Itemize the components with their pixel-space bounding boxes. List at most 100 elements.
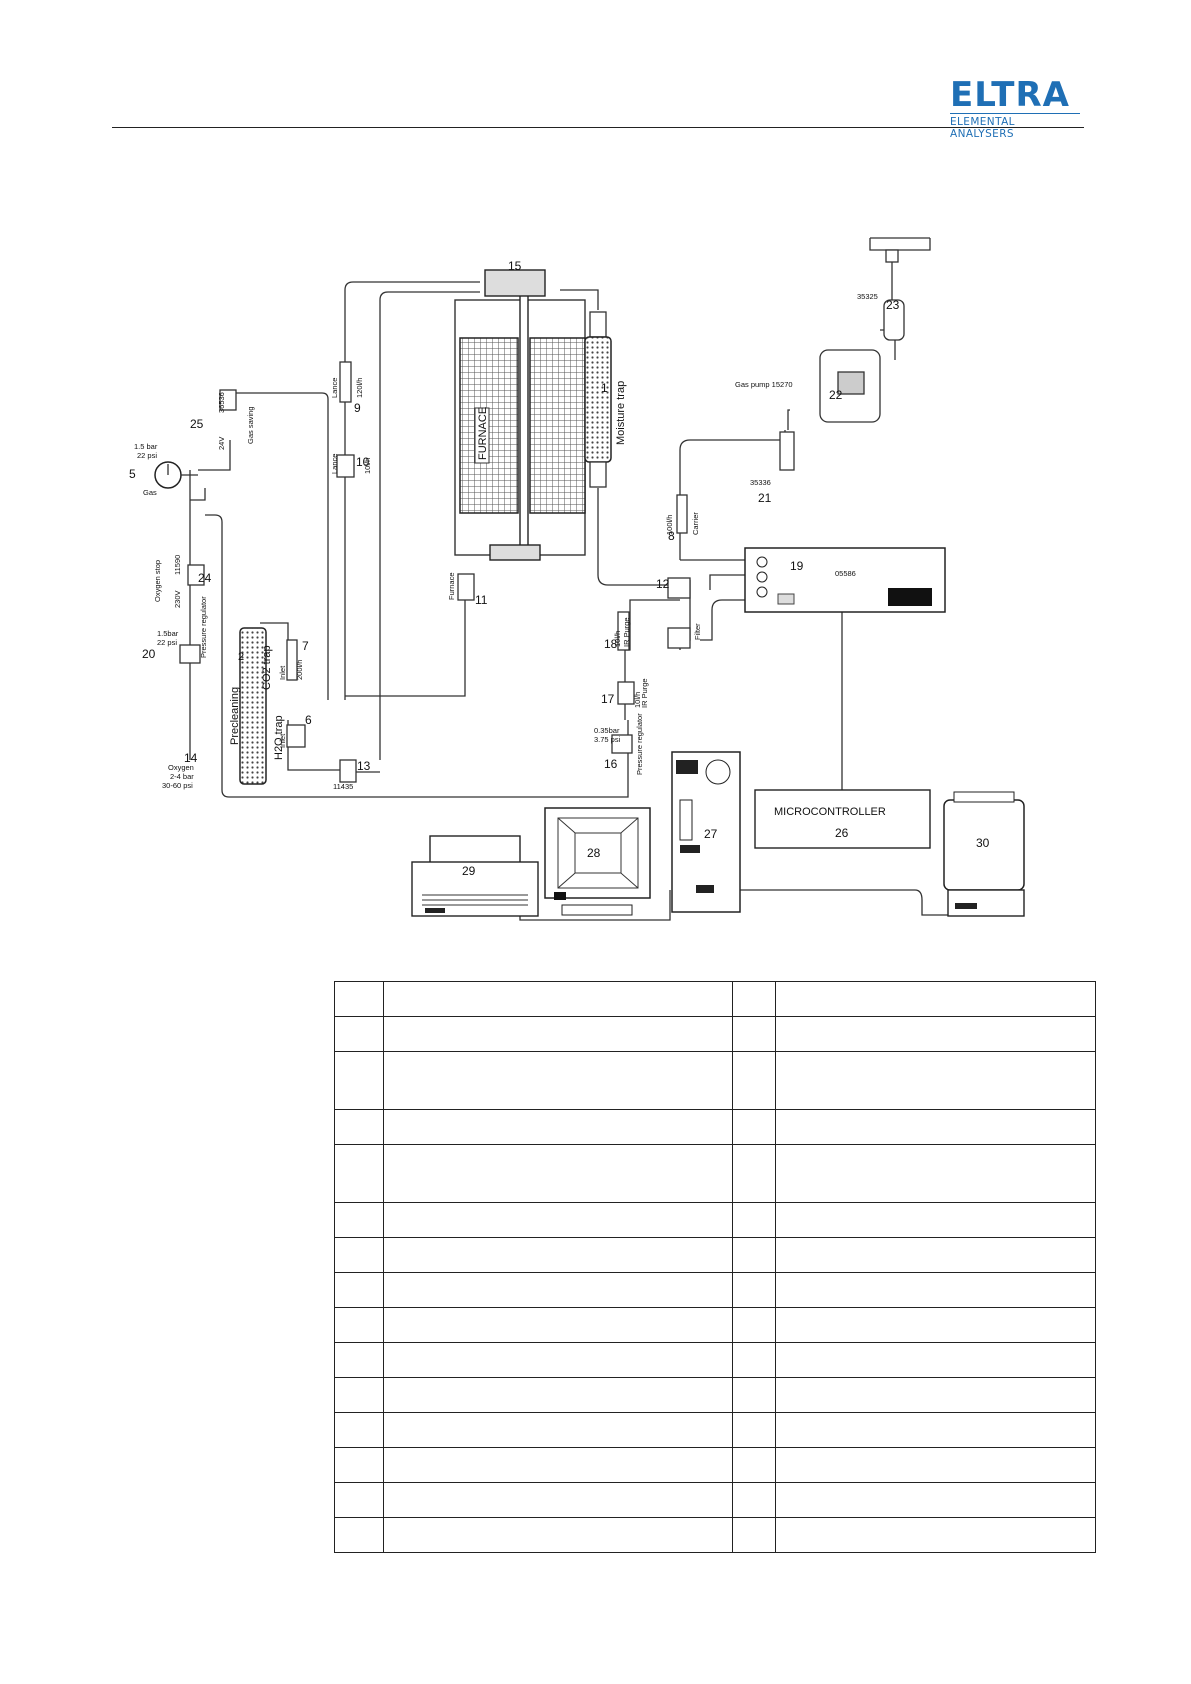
precleaning-trap: Precleaning H2O trap CO2 trap 2 bbox=[229, 627, 285, 785]
callout-24: 24 bbox=[198, 571, 212, 585]
legend-number-cell bbox=[334, 981, 384, 1017]
legend-number-cell-2 bbox=[732, 1517, 776, 1553]
part-35325: 35325 bbox=[857, 292, 878, 301]
callout-8: 8 bbox=[668, 529, 675, 543]
logo-word: ELTRA bbox=[950, 75, 1070, 115]
legend-description-cell-2 bbox=[775, 1447, 1096, 1483]
flow-10: 10l/h bbox=[363, 458, 372, 474]
flow-diagram: FURNACE Moisture trap Precleaning H2O tr… bbox=[129, 237, 1025, 921]
microcontroller-label: MICROCONTROLLER bbox=[774, 806, 886, 818]
valve-17 bbox=[617, 681, 635, 705]
header-rule bbox=[112, 127, 1084, 128]
flowmeter-7 bbox=[286, 639, 298, 681]
callout-13: 13 bbox=[357, 759, 371, 773]
legend-number-cell-2 bbox=[732, 1307, 776, 1343]
gas-pump-label: Gas pump 15270 bbox=[735, 380, 793, 389]
callout-28: 28 bbox=[587, 846, 601, 860]
legend-description-cell bbox=[383, 981, 733, 1017]
callout-15: 15 bbox=[508, 259, 522, 273]
oxygen-label: Oxygen bbox=[168, 763, 194, 772]
reg20-psi: 22 psi bbox=[157, 638, 177, 647]
legend-number-cell bbox=[334, 1016, 384, 1052]
legend-number-cell-2 bbox=[732, 1377, 776, 1413]
legend-description-cell-2 bbox=[775, 1342, 1096, 1378]
legend-number-cell-2 bbox=[732, 1272, 776, 1308]
legend-description-cell-2 bbox=[775, 1517, 1096, 1553]
legend-number-cell-2 bbox=[732, 1237, 776, 1273]
balance-30 bbox=[943, 791, 1025, 917]
ir-purge-label-2: IR Purge bbox=[640, 678, 649, 708]
part-11435: 11435 bbox=[333, 782, 353, 791]
callout-1: 1 bbox=[601, 381, 608, 395]
legend-number-cell-2 bbox=[732, 1482, 776, 1518]
legend-number-cell bbox=[334, 1517, 384, 1553]
legend-description-cell-2 bbox=[775, 981, 1096, 1017]
pressure-regulator-label: Pressure regulator bbox=[199, 596, 208, 658]
legend-number-cell-2 bbox=[732, 1016, 776, 1052]
eltra-logo: ELTRA ELEMENTAL ANALYSERS bbox=[950, 78, 1080, 140]
callout-16: 16 bbox=[604, 757, 618, 771]
callout-6: 6 bbox=[305, 713, 312, 727]
flow-10b: 10l/h bbox=[613, 631, 622, 647]
gauge-bar: 1.5 bar bbox=[134, 442, 158, 451]
callout-18: 18 bbox=[604, 637, 618, 651]
legend-number-cell-2 bbox=[732, 1447, 776, 1483]
legend-description-cell bbox=[383, 1517, 733, 1553]
legend-description-cell-2 bbox=[775, 1202, 1096, 1238]
part-05586: 05586 bbox=[835, 569, 856, 578]
inlet-label-2: Inlet bbox=[278, 733, 287, 748]
inlet-label: Inlet bbox=[278, 665, 287, 680]
legend-row bbox=[334, 1272, 1096, 1308]
filter-12a bbox=[667, 577, 691, 599]
legend-description-cell bbox=[383, 1447, 733, 1483]
legend-description-cell bbox=[383, 1377, 733, 1413]
pressure-gauge bbox=[154, 461, 198, 489]
valve-10 bbox=[336, 454, 355, 478]
valve-13 bbox=[339, 759, 357, 783]
part-35336: 35336 bbox=[750, 478, 771, 487]
legend-row bbox=[334, 1144, 1096, 1203]
lance-label-2: Lance bbox=[330, 454, 339, 474]
callout-29: 29 bbox=[462, 864, 476, 878]
furnace-valve-label: Furnace bbox=[447, 572, 456, 600]
callout-10: 10 bbox=[356, 455, 370, 469]
microcontroller: MICROCONTROLLER bbox=[754, 789, 931, 849]
callout-30: 30 bbox=[976, 836, 990, 850]
legend-description-cell bbox=[383, 1051, 733, 1110]
flow-10c: 10l/h bbox=[633, 692, 642, 708]
legend-description-cell bbox=[383, 1144, 733, 1203]
callout-5: 5 bbox=[129, 467, 136, 481]
legend-row bbox=[334, 981, 1096, 1017]
callout-7: 7 bbox=[302, 639, 309, 653]
reg16-bar: 0.35bar bbox=[594, 726, 620, 735]
legend-row bbox=[334, 1342, 1096, 1378]
oxygen-bar: 2-4 bar bbox=[170, 772, 194, 781]
callout-25: 25 bbox=[190, 417, 204, 431]
regulator-20 bbox=[179, 644, 201, 664]
monitor-28 bbox=[544, 807, 651, 916]
legend-number-cell bbox=[334, 1482, 384, 1518]
legend-row bbox=[334, 1016, 1096, 1052]
legend-description-cell-2 bbox=[775, 1272, 1096, 1308]
legend-number-cell-2 bbox=[732, 1412, 776, 1448]
furnace-label: FURNACE bbox=[477, 407, 489, 460]
n2-label: 2 bbox=[238, 651, 244, 663]
pressure-regulator-label-2: Pressure regulator bbox=[635, 713, 644, 775]
filter-label: Filter bbox=[693, 623, 702, 640]
lance-label: Lance bbox=[330, 378, 339, 398]
oxygen-psi: 30-60 psi bbox=[162, 781, 193, 790]
legend-number-cell bbox=[334, 1447, 384, 1483]
legend-description-cell-2 bbox=[775, 1482, 1096, 1518]
callout-19: 19 bbox=[790, 559, 804, 573]
callout-numbers: 1 5 6 7 8 9 10 11 12 13 14 15 16 17 18 1… bbox=[129, 259, 990, 878]
legend-number-cell-2 bbox=[732, 1144, 776, 1203]
legend-description-cell bbox=[383, 1237, 733, 1273]
logo-subtitle: ELEMENTAL ANALYSERS bbox=[950, 113, 1080, 140]
callout-21: 21 bbox=[758, 491, 772, 505]
v230-label: 230V bbox=[173, 590, 182, 608]
ir-analyzer-19: 05586 bbox=[744, 547, 946, 613]
gas-pump-body bbox=[837, 371, 865, 395]
component-labels: 1.5 bar 22 psi Gas Oxygen 2-4 bar 30-60 … bbox=[134, 292, 878, 791]
components bbox=[179, 299, 905, 783]
gauge-psi: 22 psi bbox=[137, 451, 157, 460]
